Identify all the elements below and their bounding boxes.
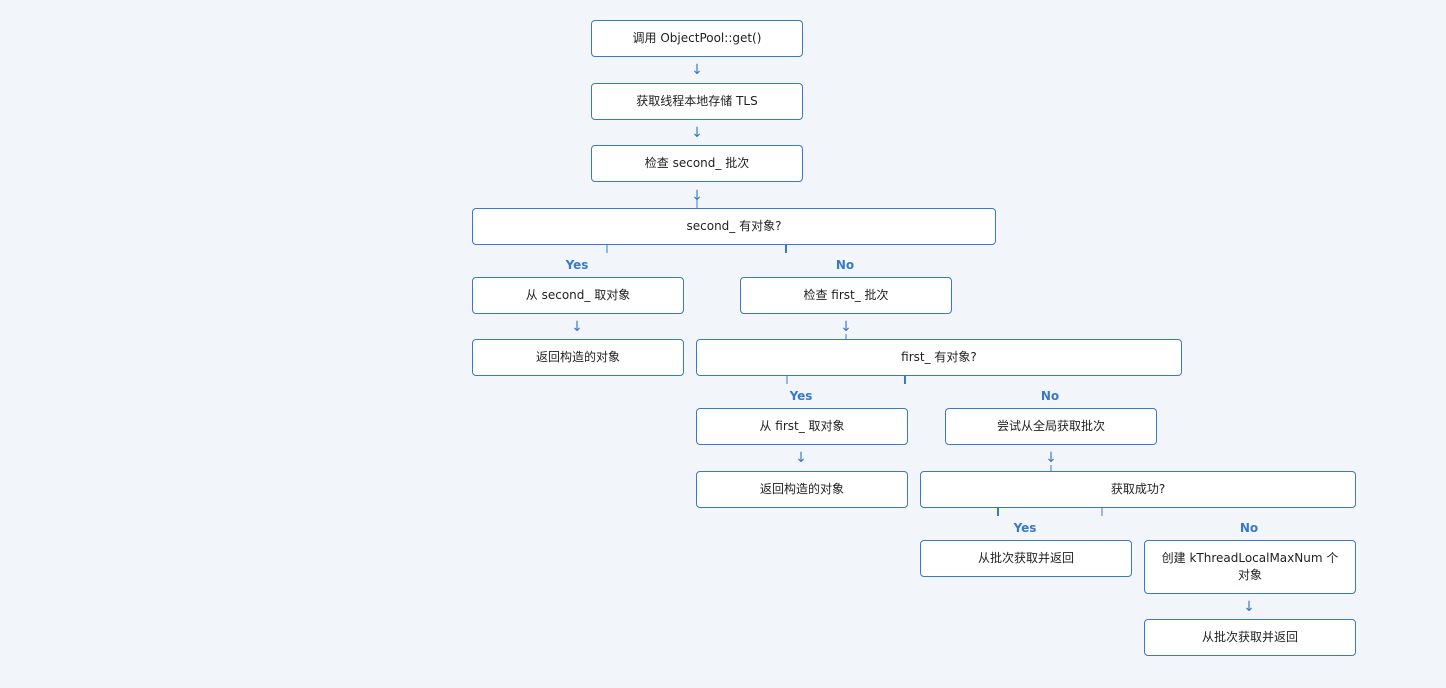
decision-get-success: 获取成功?	[920, 471, 1356, 508]
node-return-object: 返回构造的对象	[696, 471, 908, 508]
arrow-down-icon: ↓	[840, 319, 852, 335]
branch-label-no: No	[835, 258, 855, 272]
arrow-down-icon: ↓	[571, 319, 583, 335]
arrow-down-icon: ↓	[795, 450, 807, 466]
arrow-down-icon: ↓	[691, 188, 703, 204]
node-take-from-first: 从 first_ 取对象	[696, 408, 908, 445]
arrow-down-icon: ↓	[1243, 599, 1255, 615]
branch-label-yes: Yes	[789, 389, 813, 403]
node-try-global-batch: 尝试从全局获取批次	[945, 408, 1157, 445]
node-get-from-batch-return: 从批次获取并返回	[920, 540, 1132, 577]
decision-second-has-object: second_ 有对象?	[472, 208, 996, 245]
arrow-down-icon: ↓	[691, 125, 703, 141]
node-call-get: 调用 ObjectPool::get()	[591, 20, 803, 57]
branch-label-no: No	[1239, 521, 1259, 535]
node-return-object: 返回构造的对象	[472, 339, 684, 376]
branch-label-yes: Yes	[565, 258, 589, 272]
branch-label-no: No	[1040, 389, 1060, 403]
decision-first-has-object: first_ 有对象?	[696, 339, 1182, 376]
node-create-objects: 创建 kThreadLocalMaxNum 个对象	[1144, 540, 1356, 594]
branch-label-yes: Yes	[1013, 521, 1037, 535]
node-take-from-second: 从 second_ 取对象	[472, 277, 684, 314]
node-check-first: 检查 first_ 批次	[740, 277, 952, 314]
node-check-second: 检查 second_ 批次	[591, 145, 803, 182]
arrow-down-icon: ↓	[1045, 450, 1057, 466]
arrow-down-icon: ↓	[691, 62, 703, 78]
node-get-from-batch-return: 从批次获取并返回	[1144, 619, 1356, 656]
node-get-tls: 获取线程本地存储 TLS	[591, 83, 803, 120]
